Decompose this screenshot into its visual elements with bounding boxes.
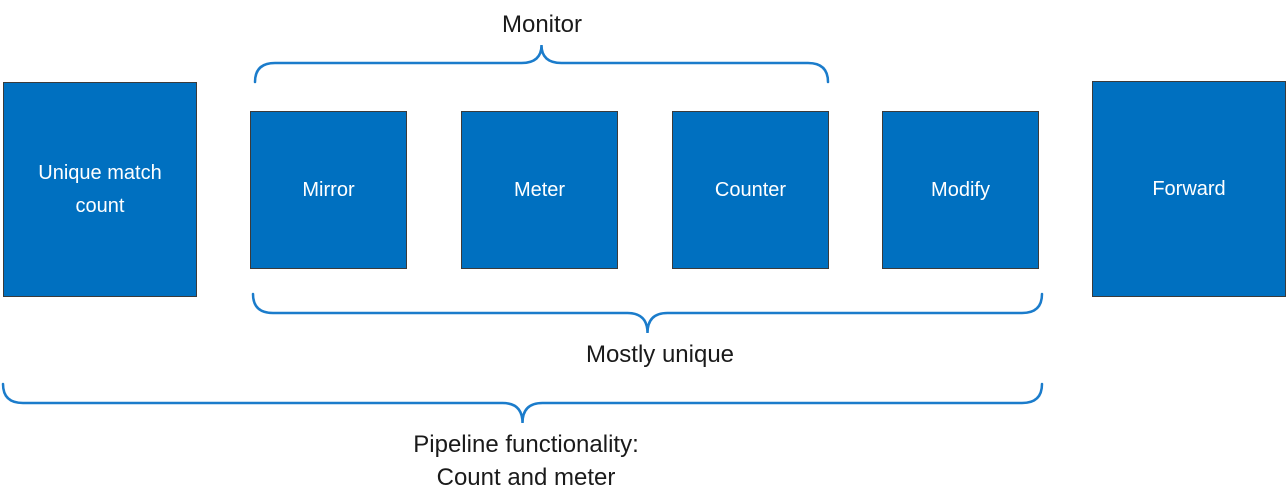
box-forward-label: Forward	[1152, 177, 1226, 200]
box-modify: Modify	[882, 111, 1039, 269]
pipeline-functionality-label: Pipeline functionality: Count and meter	[326, 428, 726, 494]
pipeline-functionality-line2: Count and meter	[436, 464, 616, 491]
mostly-unique-label: Mostly unique	[585, 341, 735, 368]
pipeline-functionality-line1: Pipeline functionality:	[413, 431, 639, 458]
box-unique-match-count: Unique match count	[3, 82, 197, 297]
box-meter-label: Meter	[513, 178, 566, 201]
box-forward: Forward	[1092, 81, 1286, 297]
box-unique-match-count-label: Unique match count	[38, 161, 162, 217]
box-counter-label: Counter	[714, 178, 787, 201]
mostly-unique-brace	[251, 292, 1044, 334]
box-mirror: Mirror	[250, 111, 407, 269]
box-mirror-label: Mirror	[302, 178, 355, 201]
box-meter: Meter	[461, 111, 618, 269]
monitor-brace	[253, 44, 830, 84]
monitor-label: Monitor	[501, 11, 583, 38]
box-counter: Counter	[672, 111, 829, 269]
pipeline-brace	[1, 382, 1044, 424]
box-modify-label: Modify	[931, 178, 990, 201]
